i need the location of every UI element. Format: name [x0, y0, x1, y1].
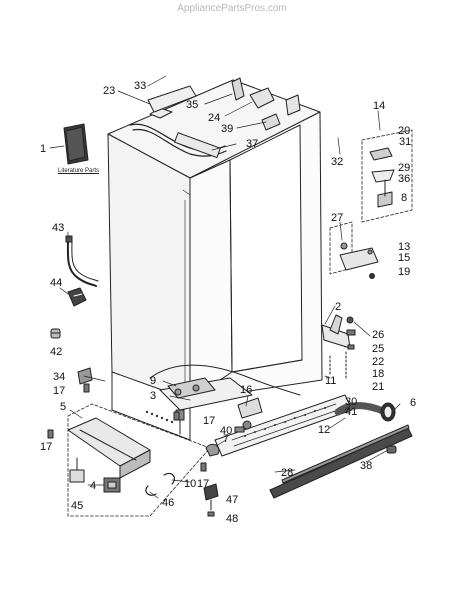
callout-24: 24 — [208, 112, 221, 124]
watermark: AppliancePartsPros.com — [177, 3, 287, 14]
callout-48: 48 — [226, 513, 239, 525]
callout-4: 4 — [90, 480, 97, 492]
callout-38: 38 — [360, 460, 373, 472]
callout-22: 22 — [372, 356, 385, 368]
hinge-parts — [369, 147, 395, 208]
callout-34: 34 — [53, 371, 66, 383]
callout-25: 25 — [372, 343, 385, 355]
base-grille — [214, 394, 353, 457]
front-rail-5 — [67, 417, 151, 479]
callout-6: 6 — [410, 397, 417, 409]
callout-32: 32 — [331, 156, 344, 168]
hinge-assembly-box — [361, 129, 413, 223]
clip-7 — [205, 443, 220, 457]
callout-46: 46 — [162, 497, 175, 509]
callout-35: 35 — [186, 99, 199, 111]
callout-45: 45 — [71, 500, 84, 512]
callout-18: 18 — [372, 368, 385, 380]
front-base-box — [67, 403, 211, 517]
mount-bracket — [339, 242, 379, 279]
callout-1: 1 — [40, 143, 47, 155]
screw-42 — [50, 328, 61, 339]
leader-lines — [49, 75, 401, 499]
callout-31: 31 — [399, 136, 412, 148]
literature-booklet — [63, 123, 89, 165]
callout-23: 23 — [103, 85, 116, 97]
callout-7: 7 — [223, 433, 230, 445]
callout-40: 40 — [220, 425, 233, 437]
water-tube — [65, 235, 99, 287]
callout-27: 27 — [331, 212, 344, 224]
hinge-bracket — [321, 314, 356, 379]
screw-40 — [234, 426, 245, 433]
clip-46 — [145, 485, 157, 496]
evaporator-assembly — [145, 364, 301, 435]
callout-17-base: 17 — [40, 441, 53, 453]
callout-13: 13 — [398, 241, 411, 253]
callout-41: 41 — [345, 406, 358, 418]
callout-26: 26 — [372, 329, 385, 341]
callout-17-left: 17 — [53, 385, 66, 397]
mount-bracket-box — [329, 221, 353, 275]
cabinet-body — [107, 77, 323, 441]
callout-5: 5 — [60, 401, 67, 413]
callout-29: 29 — [398, 162, 411, 174]
callout-17-leg: 17 — [197, 478, 210, 490]
callout-42: 42 — [50, 346, 63, 358]
callout-28: 28 — [281, 467, 294, 479]
callout-19: 19 — [398, 266, 411, 278]
callout-2: 2 — [335, 301, 342, 313]
kickplate-28 — [269, 424, 413, 499]
callout-20: 20 — [398, 125, 411, 137]
leveling-leg-45 — [69, 457, 85, 483]
callout-30: 30 — [345, 396, 358, 408]
callout-8: 8 — [401, 192, 408, 204]
callout-16: 16 — [240, 384, 253, 396]
tube-clip — [67, 287, 87, 307]
callout-39: 39 — [221, 123, 234, 135]
callout-3: 3 — [150, 390, 157, 402]
callout-43: 43 — [52, 222, 65, 234]
callout-44: 44 — [50, 277, 63, 289]
callout-15: 15 — [398, 252, 411, 264]
callout-11: 11 — [325, 375, 337, 387]
callout-33: 33 — [134, 80, 147, 92]
callout-10: 10 — [184, 478, 197, 490]
screw-17 — [47, 383, 207, 472]
drain-tube-6 — [334, 402, 396, 422]
clip-10 — [163, 472, 176, 485]
bracket-47 — [203, 483, 219, 517]
callout-9: 9 — [150, 375, 157, 387]
callout-36: 36 — [398, 173, 411, 185]
callout-17-tray: 17 — [203, 415, 216, 427]
literature-caption: Literature Parts — [58, 168, 100, 174]
callout-21: 21 — [372, 381, 385, 393]
leveling-leg-4 — [103, 477, 121, 493]
callout-37: 37 — [246, 138, 259, 150]
roller-38 — [386, 445, 397, 454]
callout-12: 12 — [318, 424, 331, 436]
callout-14: 14 — [373, 100, 386, 112]
callout-47: 47 — [226, 494, 239, 506]
